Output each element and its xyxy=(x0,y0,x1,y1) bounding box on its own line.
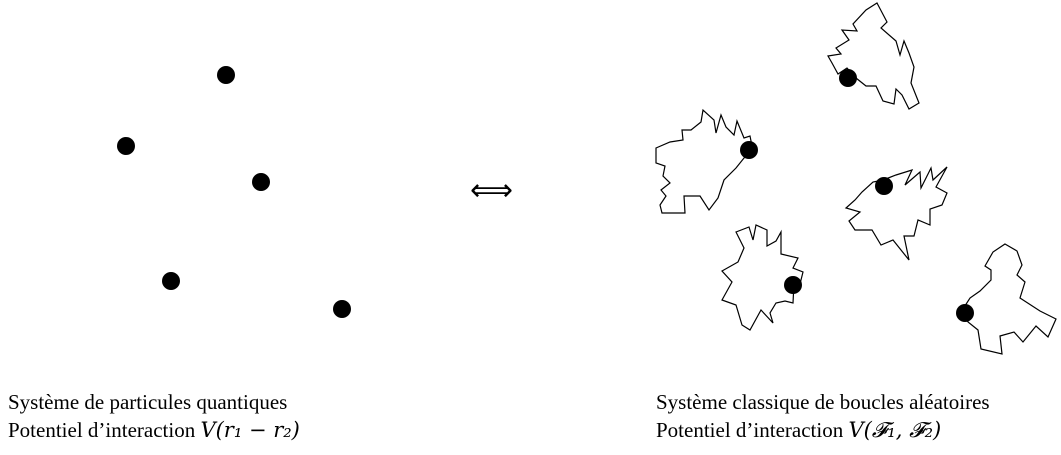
left-caption: Système de particules quantiques Potenti… xyxy=(8,388,300,444)
loop-4 xyxy=(721,224,804,331)
equivalence-arrow: ⟺ xyxy=(470,173,514,208)
left-caption-potential: Potentiel d’interaction V(r₁ − r₂) xyxy=(8,416,300,444)
right-caption: Système classique de boucles aléatoires … xyxy=(656,388,990,444)
left-caption-title: Système de particules quantiques xyxy=(8,390,288,414)
quantum-particles xyxy=(117,66,351,318)
loop-3-particle xyxy=(875,177,893,195)
loop-4-particle xyxy=(784,276,802,294)
particle-3 xyxy=(252,173,270,191)
left-caption-potential-formula: V(r₁ − r₂) xyxy=(200,418,300,442)
left-caption-potential-label: Potentiel d’interaction xyxy=(8,418,201,442)
random-loops xyxy=(655,2,1057,355)
particle-2 xyxy=(117,137,135,155)
particle-4 xyxy=(162,272,180,290)
loop-5 xyxy=(960,243,1057,355)
particle-1 xyxy=(217,66,235,84)
loop-5-particle xyxy=(956,304,974,322)
right-caption-potential: Potentiel d’interaction V(𝓕₁, 𝓕₂) xyxy=(656,416,990,444)
right-caption-potential-label: Potentiel d’interaction xyxy=(656,418,849,442)
particle-5 xyxy=(333,300,351,318)
loop-1 xyxy=(827,2,920,110)
right-caption-potential-formula: V(𝓕₁, 𝓕₂) xyxy=(848,418,942,442)
loop-2 xyxy=(655,108,754,214)
loop-2-particle xyxy=(740,141,758,159)
loop-3 xyxy=(844,166,948,261)
loop-1-particle xyxy=(839,69,857,87)
right-caption-title: Système classique de boucles aléatoires xyxy=(656,390,990,414)
